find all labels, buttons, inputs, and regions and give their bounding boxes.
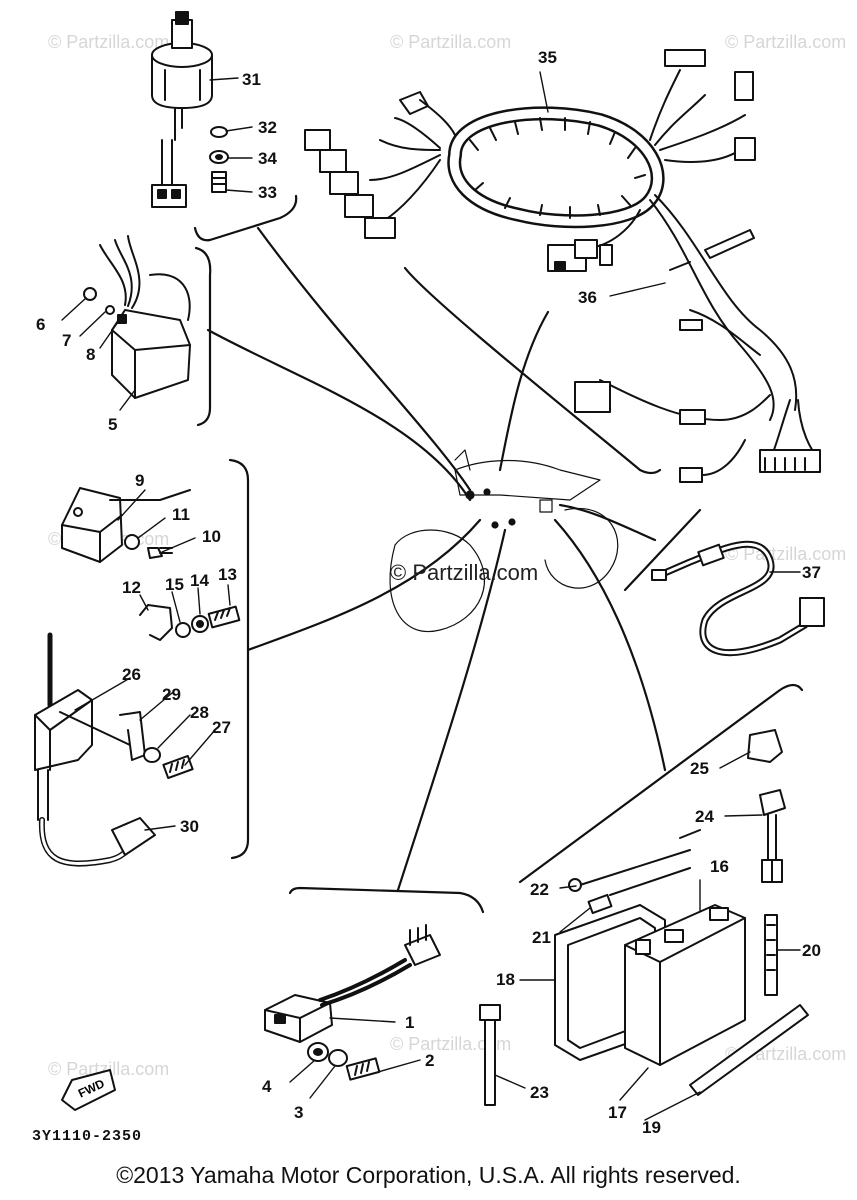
callout-21: 21 (532, 928, 551, 947)
callout-10: 10 (202, 527, 221, 546)
callout-6: 6 (36, 315, 45, 334)
mounting-hardware-12-15-14-13 (139, 604, 241, 641)
ignition-switch-part-31 (151, 11, 213, 208)
callout-4: 4 (262, 1077, 272, 1096)
callout-5: 5 (108, 415, 117, 434)
callout-labels: 31 32 34 33 35 36 6 7 8 5 9 11 10 12 15 … (36, 48, 821, 1137)
callout-20: 20 (802, 941, 821, 960)
ignition-coil-part-26 (34, 632, 156, 867)
watermark: © Partzilla.com (390, 1034, 511, 1054)
battery-assembly-16-17-18-19-20-23 (479, 904, 809, 1106)
callout-33: 33 (258, 183, 277, 202)
watermark: © Partzilla.com (390, 32, 511, 52)
callout-37: 37 (802, 563, 821, 582)
callout-3: 3 (294, 1103, 303, 1122)
callout-32: 32 (258, 118, 277, 137)
callout-34: 34 (258, 149, 277, 168)
callout-23: 23 (530, 1083, 549, 1102)
center-watermark: © Partzilla.com (390, 560, 538, 585)
callout-36: 36 (578, 288, 597, 307)
copyright-notice: ©2013 Yamaha Motor Corporation, U.S.A. A… (116, 1162, 741, 1188)
callout-1: 1 (405, 1013, 414, 1032)
group-brackets (193, 194, 804, 914)
callout-2: 2 (425, 1051, 434, 1070)
callout-12: 12 (122, 578, 141, 597)
callout-16: 16 (710, 857, 729, 876)
callout-9: 9 (135, 471, 144, 490)
frame-outline (389, 449, 619, 633)
callout-26: 26 (122, 665, 141, 684)
coil-hardware-29-28-27 (119, 711, 194, 780)
callout-24: 24 (695, 807, 714, 826)
callout-11: 11 (172, 505, 190, 524)
callout-29: 29 (162, 685, 181, 704)
forward-arrow-icon (61, 1069, 116, 1111)
group-leader-lines (206, 226, 667, 892)
callout-30: 30 (180, 817, 199, 836)
wire-harness-part-35 (304, 49, 821, 483)
callout-15: 15 (165, 575, 184, 594)
watermark: © Partzilla.com (48, 32, 169, 52)
callout-7: 7 (62, 331, 71, 350)
fuse-parts-25-24-22-21 (568, 729, 786, 915)
callout-27: 27 (212, 718, 231, 737)
callout-13: 13 (218, 565, 237, 584)
callout-25: 25 (690, 759, 709, 778)
callout-18: 18 (496, 970, 515, 989)
callout-35: 35 (538, 48, 557, 67)
lead-wire-part-37 (651, 540, 825, 657)
drawing-number: 3Y1110-2350 (32, 1128, 143, 1145)
rectifier-part-9 (61, 487, 191, 563)
cdi-unit-part-5 (83, 235, 191, 399)
watermark: © Partzilla.com (48, 1059, 169, 1079)
callout-22: 22 (530, 880, 549, 899)
relay-part-1 (264, 924, 441, 1043)
callout-31: 31 (242, 70, 261, 89)
fasteners-32-34-33 (209, 126, 229, 193)
watermark: © Partzilla.com (725, 32, 846, 52)
callout-leaders (61, 71, 801, 1121)
relay-hardware-4-3-2 (307, 1042, 381, 1081)
callout-8: 8 (86, 345, 95, 364)
callout-19: 19 (642, 1118, 661, 1137)
callout-28: 28 (190, 703, 209, 722)
callout-14: 14 (190, 571, 209, 590)
callout-17: 17 (608, 1103, 627, 1122)
